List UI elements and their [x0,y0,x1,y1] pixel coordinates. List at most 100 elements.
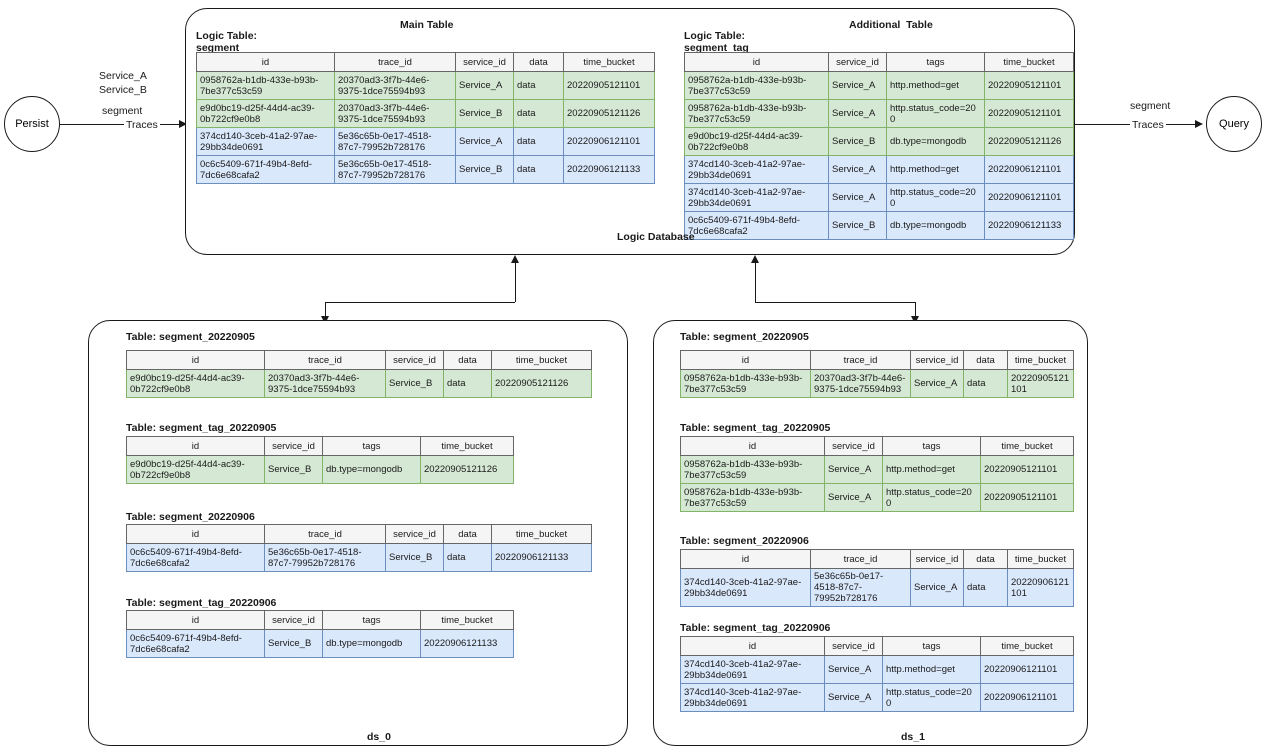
column-header-id: id [680,636,825,656]
table-cell: Service_A [828,99,887,128]
ds1-footer-label: ds_1 [901,731,925,743]
main-logic-table-label: Logic Table: [196,30,258,42]
table-cell: Service_A [824,683,883,712]
query-edge-arrowhead [1195,119,1203,128]
table-cell: db.type=mongodb [886,127,985,156]
query-node: Query [1206,96,1262,152]
table-cell: 5e36c65b-0e17-4518-87c7-79952b728176 [334,127,456,156]
column-header-time_bucket: time_bucket [491,350,592,370]
ds1-connector-hline [755,302,916,304]
column-header-tags: tags [322,610,421,630]
table-cell: db.type=mongodb [886,211,985,240]
table-cell: Service_B [455,155,514,184]
table-cell: 20220906121101 [1007,568,1074,607]
column-header-tags: tags [886,52,985,72]
persist-edge-arrowhead [179,119,187,128]
table-cell: 0958762a-b1db-433e-b93b-7be377c53c59 [680,369,811,398]
table-cell: Service_A [828,71,887,100]
column-header-data: data [443,350,492,370]
table-cell: 20220905121126 [420,455,514,484]
additional-logic-table-label: Logic Table: [684,30,746,42]
table-cell: Service_A [824,655,883,684]
column-header-service_id: service_id [910,350,964,370]
table-cell: 0958762a-b1db-433e-b93b-7be377c53c59 [196,71,335,100]
column-header-trace_id: trace_id [810,549,911,569]
table-cell: 20220906121101 [980,683,1074,712]
table-cell: http.method=get [882,455,981,484]
table-cell: Service_A [824,483,883,512]
table-cell: http.method=get [882,655,981,684]
ds1-table-1-caption: Table: segment_tag_20220905 [680,422,831,434]
table-cell: 20220905121126 [563,99,655,128]
column-header-time_bucket: time_bucket [491,524,592,544]
table-cell: 20220906121101 [563,127,655,156]
column-header-time_bucket: time_bucket [980,636,1074,656]
table-cell: 20220906121101 [984,183,1074,212]
additional-table-title: Additional Table [849,19,933,31]
column-header-service_id: service_id [264,436,323,456]
table-cell: 20370ad3-3f7b-44e6-9375-1dce75594b93 [264,369,386,398]
ds1-connector-vline-left [755,259,757,302]
column-header-trace_id: trace_id [264,524,386,544]
table-cell: 20370ad3-3f7b-44e6-9375-1dce75594b93 [810,369,911,398]
table-cell: 20220906121133 [420,629,514,658]
table-cell: e9d0bc19-d25f-44d4-ac39-0b722cf9e0b8 [196,99,335,128]
table-cell: Service_A [455,71,514,100]
table-cell: 5e36c65b-0e17-4518-87c7-79952b728176 [810,568,911,607]
table-cell: 20220905121101 [984,71,1074,100]
ds0-connector-vline-right [515,259,517,302]
table-cell: 0c6c5409-671f-49b4-8efd-7dc6e68cafa2 [196,155,335,184]
column-header-service_id: service_id [824,636,883,656]
table-cell: 20220906121101 [984,155,1074,184]
persist-edge-label-services: Service_A [99,70,147,82]
column-header-service_id: service_id [828,52,887,72]
table-cell: Service_B [264,455,323,484]
ds0-connector-arrow-up [511,255,519,263]
column-header-trace_id: trace_id [264,350,386,370]
column-header-id: id [126,610,265,630]
table-cell: 0c6c5409-671f-49b4-8efd-7dc6e68cafa2 [126,543,265,572]
column-header-trace_id: trace_id [334,52,456,72]
persist-edge-label-traces: Traces [124,118,160,132]
table-cell: 20220905121101 [984,99,1074,128]
persist-node: Persist [4,96,60,152]
column-header-time_bucket: time_bucket [563,52,655,72]
column-header-tags: tags [882,436,981,456]
table-cell: 20220905121126 [491,369,592,398]
table-cell: data [963,568,1008,607]
table-cell: Service_A [828,183,887,212]
column-header-tags: tags [882,636,981,656]
ds0-connector-hline [325,302,515,304]
table-cell: 0958762a-b1db-433e-b93b-7be377c53c59 [680,455,825,484]
